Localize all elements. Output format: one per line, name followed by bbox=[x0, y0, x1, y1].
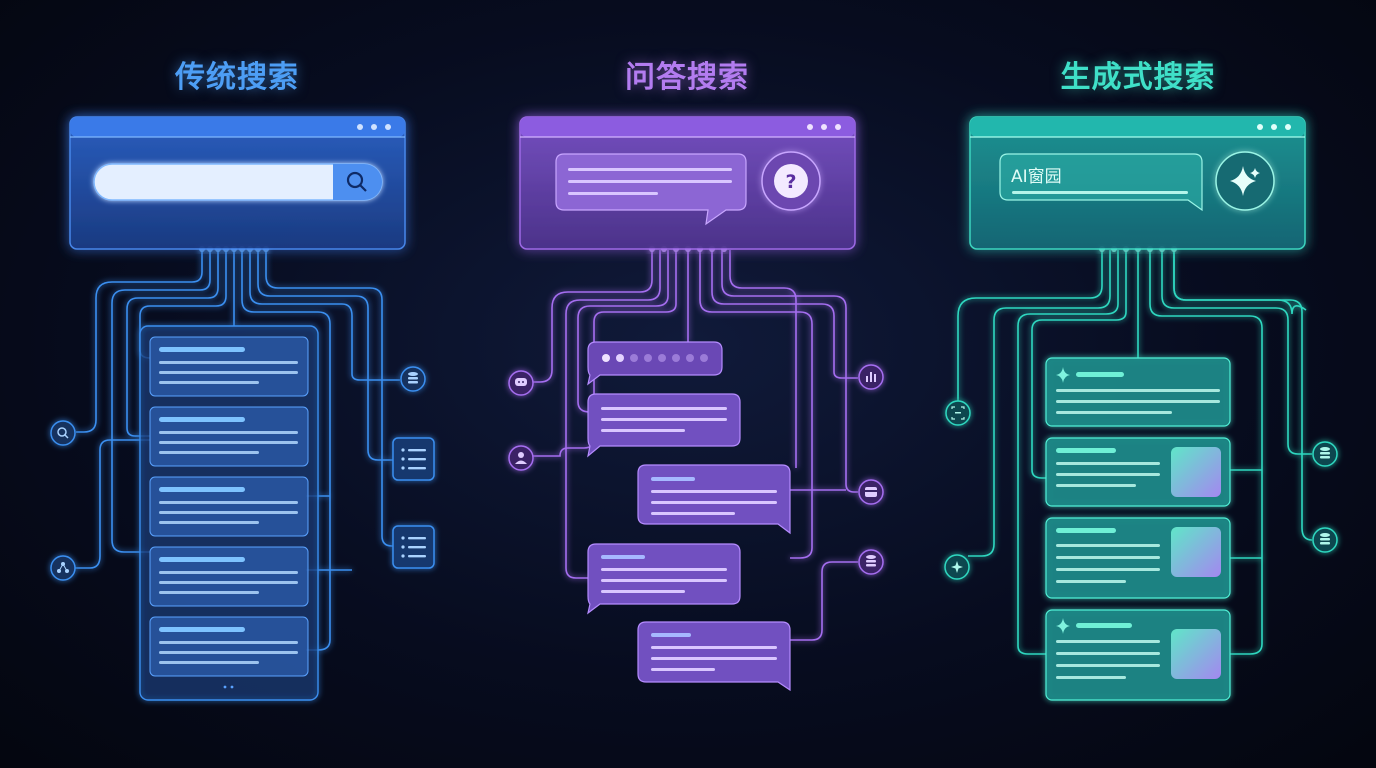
question-icon[interactable]: ? bbox=[761, 151, 821, 211]
search-input[interactable] bbox=[93, 163, 383, 201]
traditional-browser-window bbox=[69, 116, 406, 250]
chat-bubble[interactable] bbox=[587, 543, 741, 615]
database-icon bbox=[858, 549, 884, 575]
sparkle-icon[interactable] bbox=[1215, 151, 1275, 211]
card-icon bbox=[858, 479, 884, 505]
ai-input-bubble[interactable] bbox=[999, 153, 1203, 212]
database-icon bbox=[400, 366, 426, 392]
window-control-dots bbox=[807, 124, 841, 130]
window-control-dots bbox=[357, 124, 391, 130]
search-icon bbox=[50, 420, 76, 446]
star-icon bbox=[944, 554, 970, 580]
list-icon bbox=[392, 437, 435, 481]
generative-media-card[interactable] bbox=[1045, 437, 1231, 507]
typing-bubble bbox=[587, 341, 723, 386]
scroll-indicator bbox=[223, 685, 234, 689]
column-traditional bbox=[50, 116, 435, 701]
title-qa-search: 问答搜索 bbox=[625, 60, 749, 95]
result-card[interactable] bbox=[149, 546, 309, 607]
column-qa: ? bbox=[508, 116, 884, 692]
svg-text:?: ? bbox=[785, 171, 796, 193]
traditional-results-panel bbox=[139, 325, 319, 701]
chat-bubble[interactable] bbox=[637, 464, 791, 535]
ai-input-text: AI窗园 bbox=[1011, 167, 1062, 187]
result-card[interactable] bbox=[149, 476, 309, 537]
database-icon bbox=[1312, 527, 1338, 553]
database-icon bbox=[1312, 441, 1338, 467]
user-icon bbox=[508, 445, 534, 471]
qa-browser-window: ? bbox=[519, 116, 856, 250]
chat-bubble[interactable] bbox=[587, 393, 741, 458]
generative-answer-card[interactable] bbox=[1045, 357, 1231, 427]
generative-media-card[interactable] bbox=[1045, 609, 1231, 701]
scan-icon bbox=[945, 400, 971, 426]
result-card[interactable] bbox=[149, 406, 309, 467]
chat-bubble[interactable] bbox=[637, 621, 791, 692]
result-card[interactable] bbox=[149, 616, 309, 677]
generative-media-card[interactable] bbox=[1045, 517, 1231, 599]
question-input-bubble[interactable] bbox=[555, 153, 747, 226]
list-icon bbox=[392, 525, 435, 569]
result-card[interactable] bbox=[149, 336, 309, 397]
chart-icon bbox=[858, 364, 884, 390]
search-icon[interactable] bbox=[346, 171, 367, 192]
title-traditional-search: 传统搜索 bbox=[175, 60, 299, 95]
window-control-dots bbox=[1257, 124, 1291, 130]
column-generative bbox=[944, 116, 1338, 701]
title-generative-search: 生成式搜索 bbox=[1060, 60, 1216, 95]
generative-connectors bbox=[957, 250, 1313, 655]
generative-browser-window bbox=[969, 116, 1306, 250]
network-icon bbox=[50, 555, 76, 581]
chat-icon bbox=[508, 370, 534, 396]
